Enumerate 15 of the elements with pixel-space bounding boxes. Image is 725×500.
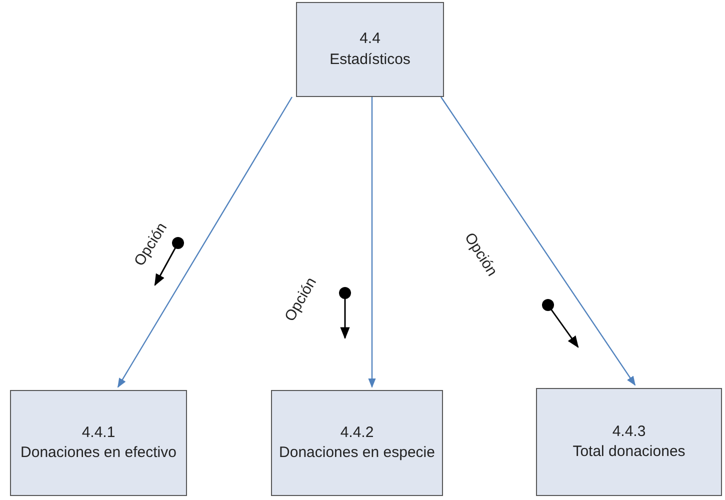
process-box [10, 390, 187, 496]
process-box [536, 388, 722, 496]
node-number: 4.4.3 [612, 422, 646, 442]
node-number: 4.4.2 [340, 422, 374, 443]
arrow [117, 96, 293, 388]
node-title: Donaciones en efectivo [20, 443, 176, 463]
node-title: Estadísticos [330, 50, 410, 70]
node-title: Donaciones en especie [279, 443, 435, 463]
process-box [296, 2, 444, 97]
process-box [271, 390, 443, 496]
arrow [440, 96, 636, 386]
node-number: 4.4 [360, 29, 380, 50]
node-title: Total donaciones [572, 442, 686, 462]
node-number: 4.4.1 [82, 422, 116, 443]
arrow [368, 97, 376, 388]
